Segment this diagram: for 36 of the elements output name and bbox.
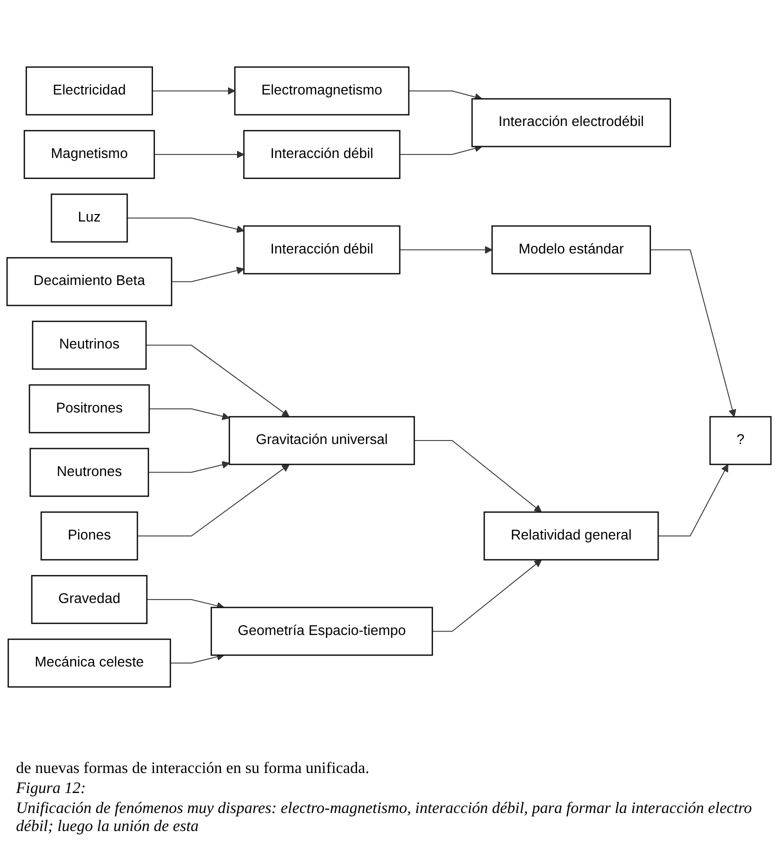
arrow — [399, 144, 482, 155]
arrow — [414, 440, 542, 512]
arrow — [126, 218, 244, 233]
node-box: Magnetismo — [24, 130, 155, 179]
node-box: Electricidad — [26, 66, 153, 116]
arrow — [658, 464, 728, 536]
node-box: Neutrinos — [32, 320, 147, 370]
node-box: Interacción débil — [243, 130, 400, 179]
arrow — [146, 344, 290, 418]
arrow — [154, 150, 244, 158]
figure-number: Figura 12: — [16, 780, 87, 798]
node-box: Positrones — [28, 384, 150, 434]
arrow — [136, 464, 290, 536]
node-box: Modelo estándar — [491, 225, 651, 274]
arrow — [171, 266, 244, 282]
node-box: Geometría Espacio-tiempo — [210, 606, 433, 656]
node-box: Interacción débil — [243, 225, 400, 274]
node-box: Mecánica celeste — [8, 638, 172, 688]
node-box: Luz — [50, 194, 128, 243]
arrow — [148, 408, 230, 420]
node-box: Gravitación universal — [228, 416, 415, 466]
figure-caption: Unificación de fenómenos muy dispares: electro-magnetismo, interacción débil, para formar la interacción electro débil; luego la unión de esta — [16, 800, 753, 836]
node-box: Interacción electrodébil — [471, 98, 672, 148]
node-box: Relatividad general — [484, 511, 659, 560]
body-text: de nuevas formas de interacción en su forma unificada. — [16, 760, 370, 778]
node-box: Electromagnetismo — [234, 66, 410, 116]
node-box: Gravedad — [31, 575, 148, 624]
node-box: Decaimiento Beta — [6, 257, 172, 306]
arrow — [432, 559, 542, 632]
node-box: Piones — [40, 511, 138, 560]
node-box: Neutrones — [30, 448, 150, 497]
arrow — [152, 87, 236, 95]
arrow — [650, 249, 736, 418]
arrow — [148, 461, 230, 473]
arrow — [399, 246, 492, 254]
node-box: ? — [709, 416, 772, 466]
